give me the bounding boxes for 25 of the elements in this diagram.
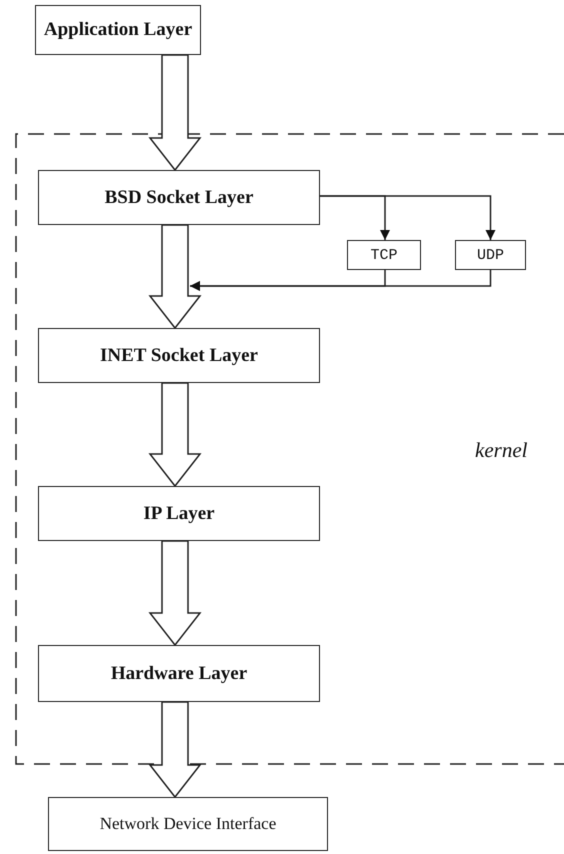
layer-box bbox=[38, 486, 320, 541]
layer-box bbox=[38, 170, 320, 225]
kernel-region bbox=[15, 133, 564, 765]
block-arrow bbox=[148, 224, 202, 330]
layer-label: Application Layer bbox=[44, 19, 192, 41]
layer-box bbox=[35, 5, 201, 55]
arrow bbox=[190, 270, 492, 291]
block-arrow bbox=[148, 54, 202, 172]
block-arrow bbox=[148, 701, 202, 798]
layer-label: UDP bbox=[476, 246, 504, 264]
block-arrow bbox=[148, 382, 202, 488]
protocol-box bbox=[347, 240, 421, 270]
layer-label: Network Device Interface bbox=[100, 814, 276, 834]
layer-label: IP Layer bbox=[143, 502, 215, 524]
region-label: kernel bbox=[475, 438, 528, 463]
layer-box bbox=[38, 645, 320, 702]
layer-box bbox=[38, 328, 320, 383]
layer-label: TCP bbox=[370, 246, 398, 264]
layer-label: INET Socket Layer bbox=[100, 344, 258, 366]
interface-box bbox=[48, 797, 328, 851]
layer-label: BSD Socket Layer bbox=[104, 186, 254, 208]
protocol-box bbox=[455, 240, 526, 270]
layer-label: Hardware Layer bbox=[110, 662, 248, 684]
arrow bbox=[320, 195, 496, 240]
block-arrow bbox=[148, 540, 202, 646]
